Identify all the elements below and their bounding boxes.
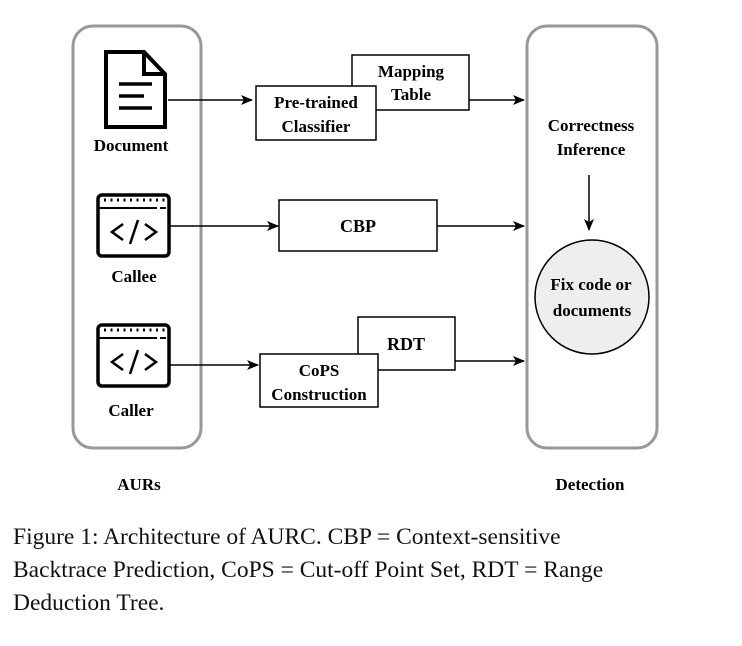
caption-line: Figure 1: Architecture of AURC. CBP = Co… — [13, 524, 561, 550]
cbp-box — [278, 199, 438, 252]
document-icon — [104, 50, 167, 129]
document-label: Document — [94, 136, 169, 155]
cops-line2: Construction — [271, 385, 367, 404]
callee-label: Callee — [111, 267, 157, 286]
caption-line: Backtrace Prediction, CoPS = Cut-off Poi… — [13, 557, 604, 583]
pretrained-classifier-line1: Pre-trained — [274, 93, 358, 112]
mapping-table-line2: Table — [391, 85, 431, 104]
correctness-line2: Inference — [557, 140, 626, 159]
rdt-label: RDT — [387, 334, 425, 354]
pretrained-classifier-line2: Classifier — [282, 117, 351, 136]
code-window-icon — [96, 323, 171, 388]
detection-label: Detection — [556, 475, 625, 494]
fix-line1: Fix code or — [550, 275, 632, 294]
caption-line: Deduction Tree. — [13, 590, 165, 616]
aurs-label: AURs — [117, 475, 161, 494]
fix-line2: documents — [553, 301, 632, 320]
detection-panel — [525, 24, 659, 450]
fix-circle — [534, 239, 650, 355]
cops-construction-box — [259, 353, 379, 408]
aurs-panel — [71, 24, 203, 450]
code-window-icon — [96, 193, 171, 258]
pretrained-classifier-box — [255, 85, 377, 141]
architecture-diagram: AURs Detection Document Callee Caller Ma… — [71, 24, 659, 494]
correctness-line1: Correctness — [548, 116, 635, 135]
mapping-table-line1: Mapping — [378, 62, 445, 81]
figure-caption: Figure 1: Architecture of AURC. CBP = Co… — [13, 521, 733, 620]
cops-line1: CoPS — [299, 361, 340, 380]
caller-label: Caller — [108, 401, 154, 420]
cbp-label: CBP — [340, 216, 376, 236]
